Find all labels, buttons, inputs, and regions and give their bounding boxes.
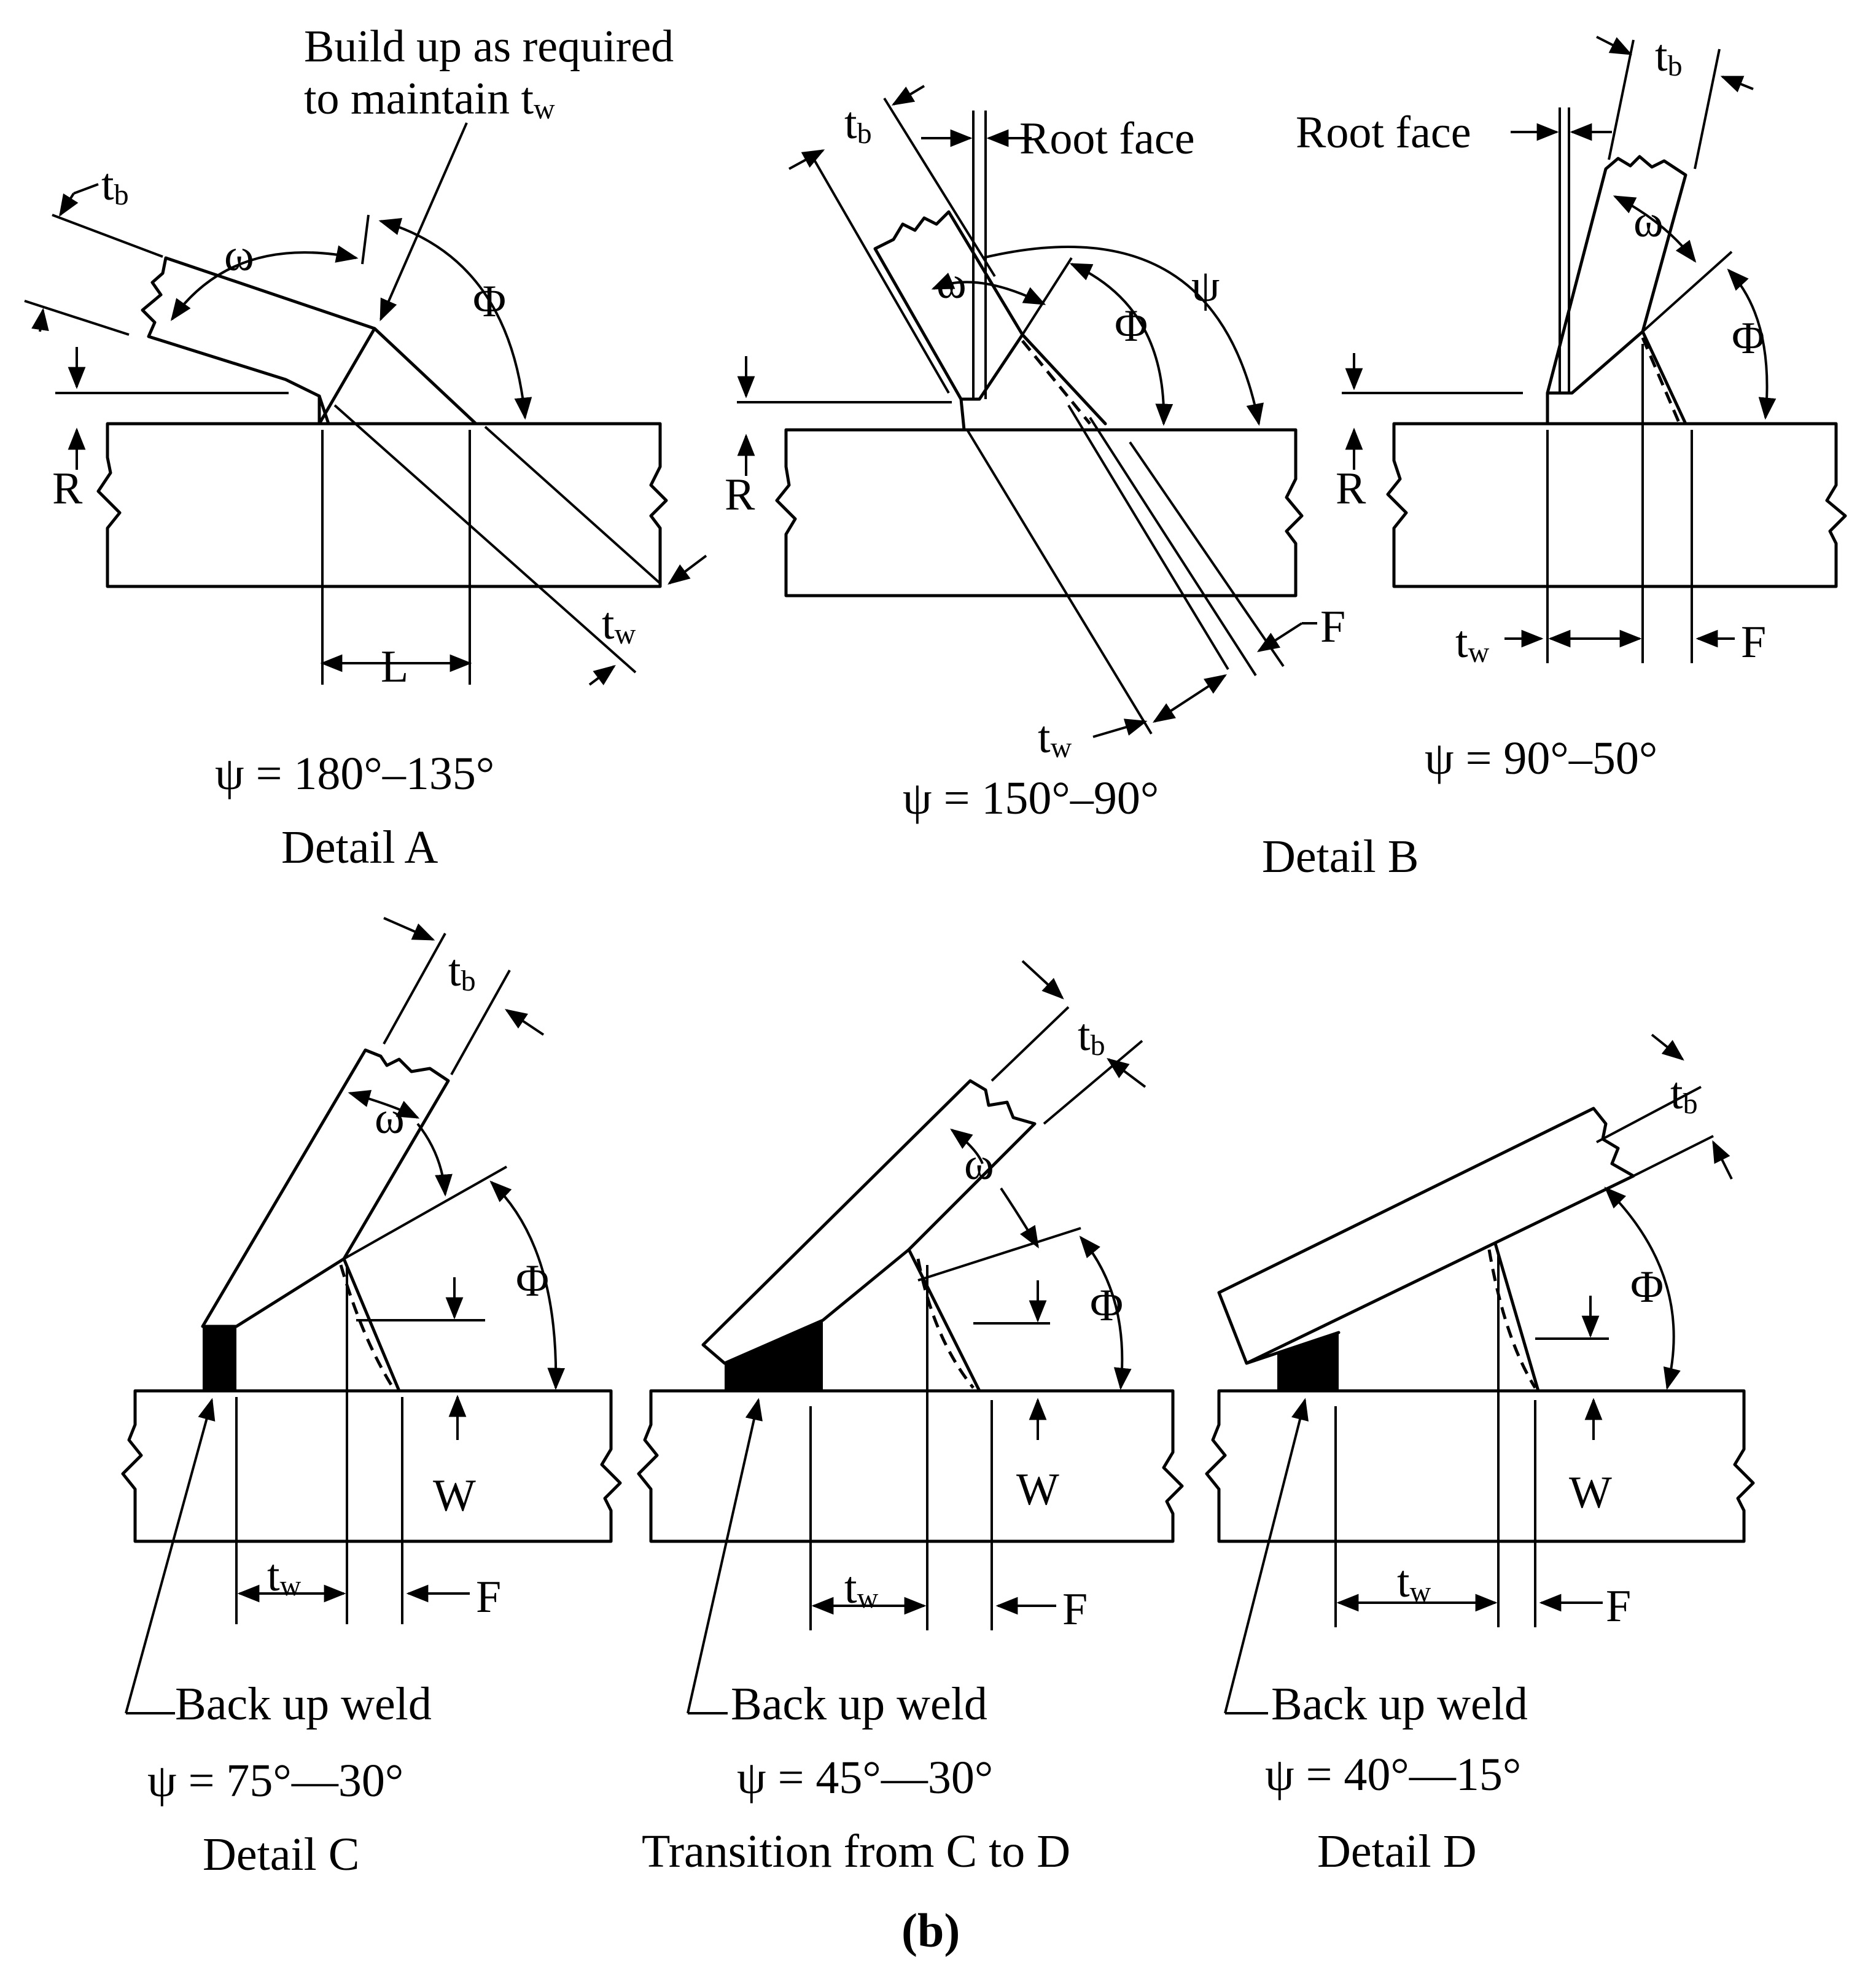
- phi-label-a: Φ: [473, 276, 506, 327]
- root-face-b-right: Root face: [1296, 107, 1471, 158]
- backup-weld-cd: [725, 1320, 823, 1391]
- base-plate-c: [121, 1389, 622, 1543]
- caption-a: Detail A: [281, 822, 438, 873]
- tw-label-b-left: tw: [1038, 712, 1072, 764]
- f-label-cd: F: [1062, 1584, 1088, 1635]
- tw-label-cd: tw: [844, 1563, 879, 1614]
- f-label-b-right: F: [1741, 617, 1766, 667]
- bevel-dash-d: [1487, 1249, 1537, 1389]
- l-label-a: L: [381, 642, 408, 692]
- f-label-d: F: [1606, 1581, 1631, 1632]
- backup-label-cd: Back up weld: [731, 1678, 987, 1730]
- r-label-b-left: R: [725, 470, 755, 520]
- branch-member-d: [1217, 1107, 1635, 1365]
- psi-range-a: ψ = 180°–135°: [215, 748, 494, 800]
- detail-transition-cd: tb ω Φ W tw F Back up weld ψ = 45°—30° T…: [637, 960, 1184, 1877]
- omega-label-a: ω: [224, 230, 254, 281]
- detail-b-right: tb Root face ω Φ R tw F ψ = 90°–50°: [1296, 31, 1847, 784]
- phi-label-b-left: Φ: [1115, 301, 1148, 351]
- psi-range-b-right: ψ = 90°–50°: [1425, 733, 1657, 784]
- phi-label-c: Φ: [516, 1256, 549, 1306]
- w-label-c: W: [433, 1471, 476, 1521]
- r-label-a: R: [52, 464, 83, 514]
- tb-label-cd: tb: [1078, 1010, 1105, 1062]
- detail-b-left: tb Root face ω Φ ψ R F tw ψ = 150°–90°: [725, 85, 1345, 824]
- w-label-d: W: [1569, 1468, 1612, 1518]
- backup-weld-c: [203, 1326, 236, 1391]
- tw-label-d: tw: [1397, 1557, 1431, 1608]
- caption-b: Detail B: [1262, 831, 1419, 882]
- psi-range-d: ψ = 40°—15°: [1265, 1749, 1521, 1800]
- psi-range-cd: ψ = 45°—30°: [737, 1752, 993, 1804]
- f-label-b-left: F: [1320, 602, 1345, 652]
- w-label-cd: W: [1016, 1465, 1059, 1515]
- omega-label-b-left: ω: [936, 258, 967, 308]
- branch-member-b-left: [873, 210, 1107, 426]
- branch-member-a: [141, 256, 478, 426]
- phi-label-cd: Φ: [1090, 1280, 1123, 1331]
- backup-weld-d: [1277, 1333, 1339, 1391]
- omega-label-b-right: ω: [1633, 197, 1664, 247]
- omega-label-cd: ω: [964, 1139, 994, 1189]
- detail-a: Build up as required to maintain tw tb ω…: [24, 21, 707, 873]
- psi-range-c: ψ = 75°—30°: [147, 1755, 403, 1807]
- figure-label: (b): [901, 1904, 960, 1957]
- omega-label-c: ω: [375, 1093, 405, 1143]
- backup-label-d: Back up weld: [1271, 1678, 1528, 1730]
- root-face-b-left: Root face: [1019, 114, 1195, 164]
- caption-cd: Transition from C to D: [642, 1826, 1070, 1877]
- tw-label-c: tw: [267, 1551, 302, 1602]
- tw-label-b-right: tw: [1455, 617, 1490, 669]
- tb-label-b-left: tb: [844, 98, 872, 150]
- tb-label-c: tb: [448, 946, 476, 997]
- weld-root-a: [317, 394, 330, 426]
- tb-label-b-right: tb: [1655, 31, 1683, 82]
- base-plate-cd: [637, 1389, 1184, 1543]
- detail-d: tb Φ W tw F Back up weld ψ = 40°—15° Det…: [1205, 1033, 1755, 1877]
- detail-c: tb ω Φ W tw F Back up weld ψ = 75°—30° D…: [121, 917, 622, 1880]
- bevel-dash-c: [339, 1264, 395, 1389]
- psi-label-b-left: ψ: [1191, 261, 1220, 311]
- base-plate-b-right: [1386, 422, 1847, 588]
- annotation-a-line1: Build up as required: [304, 21, 674, 72]
- r-label-b-right: R: [1336, 464, 1366, 514]
- caption-d: Detail D: [1317, 1826, 1477, 1877]
- branch-member-cd: [701, 1079, 1037, 1393]
- f-label-c: F: [476, 1572, 501, 1622]
- tb-label-a: tb: [101, 160, 129, 211]
- psi-range-b-left: ψ = 150°–90°: [903, 772, 1159, 824]
- phi-label-b-right: Φ: [1732, 313, 1765, 364]
- annotation-a-line2: to maintain tw: [304, 74, 555, 125]
- caption-c: Detail C: [203, 1829, 359, 1880]
- base-plate-a: [96, 422, 668, 588]
- base-plate-d: [1205, 1389, 1755, 1543]
- phi-label-d: Φ: [1630, 1262, 1664, 1312]
- tw-label-a: tw: [602, 599, 636, 650]
- backup-label-c: Back up weld: [175, 1678, 432, 1730]
- tb-label-d: tb: [1670, 1068, 1698, 1120]
- base-plate-b-left: [775, 428, 1304, 597]
